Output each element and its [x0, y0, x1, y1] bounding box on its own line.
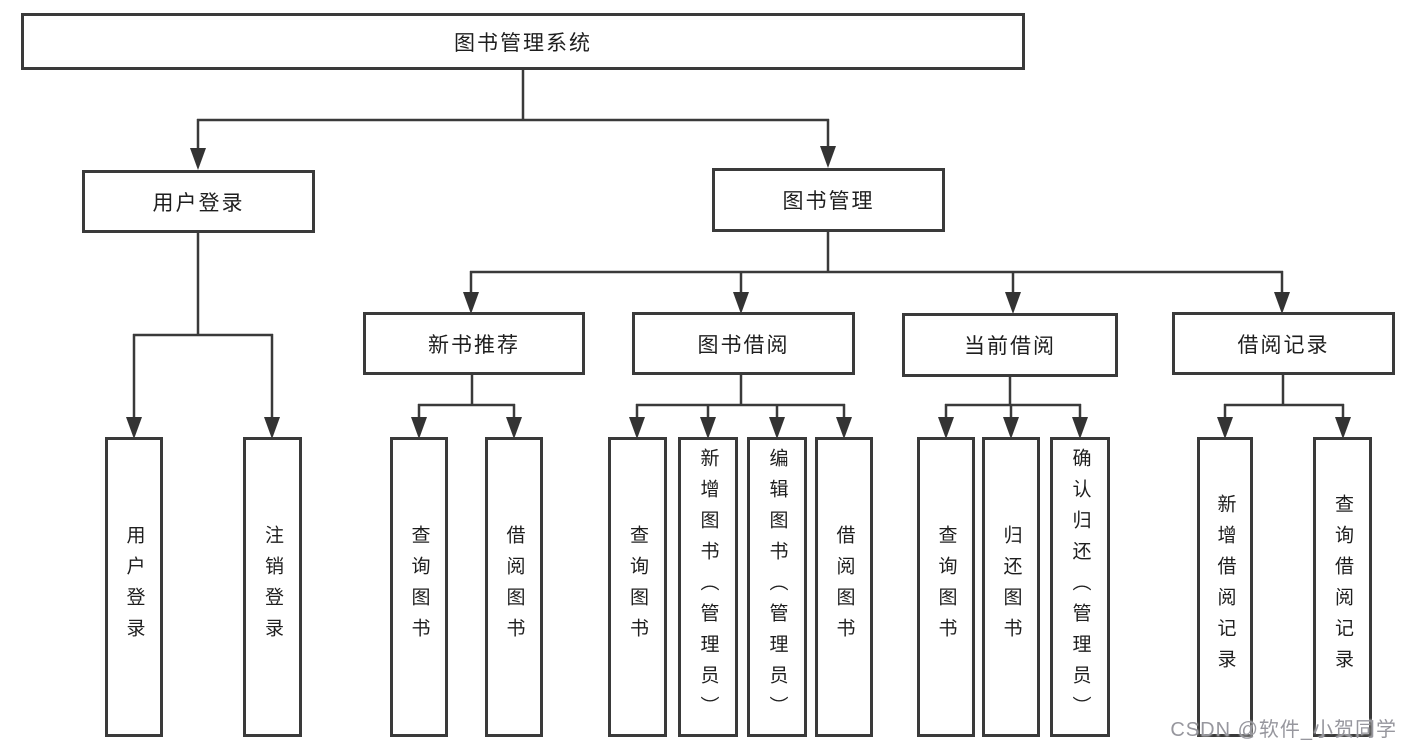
node-user-login: 用户登录	[82, 170, 315, 233]
leaf-add-borrow-record-label: 新增借阅记录	[1214, 494, 1236, 680]
connector-root-to-level2	[196, 70, 830, 152]
node-root-label: 图书管理系统	[454, 31, 592, 55]
leaf-return-book-label: 归还图书	[1000, 525, 1022, 649]
leaf-query-books-recommend: 查询图书	[390, 437, 448, 737]
leaf-query-borrow-record-label: 查询借阅记录	[1332, 494, 1353, 680]
leaf-query-books-current-label: 查询图书	[935, 525, 957, 649]
leaf-borrow-books-borrow-label: 借阅图书	[833, 525, 855, 649]
connector-borrowrecords-to-leaves	[1223, 375, 1345, 421]
connector-bookborrow-to-leaves	[635, 375, 846, 421]
node-book-borrow-label: 图书借阅	[697, 333, 790, 357]
connector-currentborrow-to-leaves	[944, 377, 1082, 421]
csdn-watermark: CSDN @软件_小贺同学	[1170, 719, 1397, 741]
node-book-borrow: 图书借阅	[632, 312, 855, 375]
leaf-add-book-admin: 新增图书（管理员）	[678, 437, 738, 737]
connector-newbookrec-to-leaves	[417, 375, 516, 421]
leaf-borrow-books-recommend: 借阅图书	[485, 437, 543, 737]
leaf-edit-book-admin: 编辑图书（管理员）	[747, 437, 807, 737]
leaf-user-login: 用户登录	[105, 437, 163, 737]
node-root-system: 图书管理系统	[21, 13, 1025, 70]
leaf-query-books-borrow: 查询图书	[608, 437, 667, 737]
leaf-user-login-label: 用户登录	[123, 525, 145, 649]
leaf-logout-login: 注销登录	[243, 437, 302, 737]
node-borrow-records: 借阅记录	[1172, 312, 1395, 375]
node-book-management: 图书管理	[712, 168, 945, 232]
connector-bookmgmt-to-level3	[469, 232, 1284, 296]
node-new-book-recommend-label: 新书推荐	[428, 333, 520, 357]
connector-userlogin-to-leaves	[132, 233, 274, 421]
leaf-query-books-borrow-label: 查询图书	[627, 525, 648, 649]
node-user-login-label: 用户登录	[152, 191, 245, 215]
node-new-book-recommend: 新书推荐	[363, 312, 585, 375]
leaf-logout-login-label: 注销登录	[262, 525, 283, 649]
node-borrow-records-label: 借阅记录	[1237, 333, 1330, 357]
leaf-edit-book-admin-label: 编辑图书（管理员）	[766, 447, 788, 727]
leaf-borrow-books-recommend-label: 借阅图书	[503, 525, 525, 649]
node-current-borrow: 当前借阅	[902, 313, 1118, 377]
leaf-query-books-current: 查询图书	[917, 437, 975, 737]
node-current-borrow-label: 当前借阅	[964, 335, 1056, 358]
node-book-management-label: 图书管理	[782, 190, 875, 213]
leaf-query-books-recommend-label: 查询图书	[408, 525, 430, 649]
leaf-add-book-admin-label: 新增图书（管理员）	[697, 447, 719, 727]
leaf-confirm-return-admin-label: 确认归还（管理员）	[1069, 447, 1091, 727]
leaf-return-book: 归还图书	[982, 437, 1040, 737]
leaf-add-borrow-record: 新增借阅记录	[1197, 437, 1253, 737]
leaf-confirm-return-admin: 确认归还（管理员）	[1050, 437, 1110, 737]
leaf-query-borrow-record: 查询借阅记录	[1313, 437, 1372, 737]
leaf-borrow-books-borrow: 借阅图书	[815, 437, 873, 737]
